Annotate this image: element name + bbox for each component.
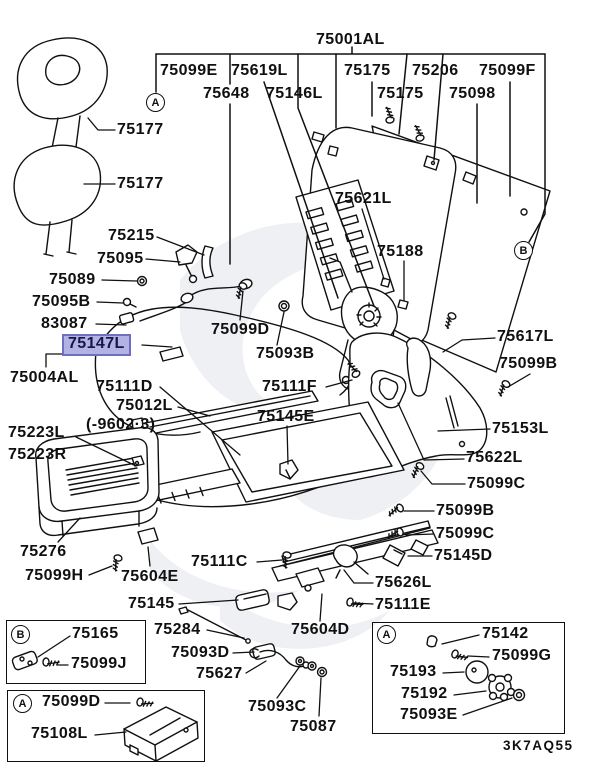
part-label-75095-13[interactable]: 75095: [97, 250, 144, 267]
detail-parts-art: [11, 635, 526, 762]
part-label-75142-55[interactable]: 75142: [482, 625, 529, 642]
part-label-75147L-17[interactable]: 75147L: [62, 334, 131, 356]
part-label-75175-3[interactable]: 75175: [344, 62, 391, 79]
part-label-75093D-44[interactable]: 75093D: [171, 644, 230, 661]
part-label-75099C-36[interactable]: 75099C: [436, 525, 495, 542]
part-label-75099G-56[interactable]: 75099G: [492, 647, 552, 664]
part-label-75108L-54[interactable]: 75108L: [31, 725, 88, 742]
part-label-75099D-53[interactable]: 75099D: [42, 693, 101, 710]
part-label-75111F-28[interactable]: 75111F: [262, 378, 317, 395]
part-label-75145D-37[interactable]: 75145D: [434, 547, 493, 564]
part-label-75604E-40[interactable]: 75604E: [121, 568, 179, 585]
part-label-75619L-2[interactable]: 75619L: [231, 62, 288, 79]
part-label-75012L-20[interactable]: 75012L: [116, 397, 173, 414]
part-label-75165-51[interactable]: 75165: [72, 625, 119, 642]
part-label-75622L-33[interactable]: 75622L: [466, 449, 523, 466]
callout-marker-A-4: A: [377, 625, 396, 644]
detail-box-a-seat-knob: [372, 622, 565, 734]
part-label-75621L-24[interactable]: 75621L: [335, 190, 392, 207]
part-label-75192-58[interactable]: 75192: [401, 685, 448, 702]
part-label-75276-38[interactable]: 75276: [20, 543, 67, 560]
detail-box-b: [6, 620, 146, 684]
part-label-75223L-22[interactable]: 75223L: [8, 424, 65, 441]
part-label-75004AL-18[interactable]: 75004AL: [10, 369, 79, 386]
part-label-75215-12[interactable]: 75215: [108, 227, 155, 244]
part-label-75626L-47[interactable]: 75626L: [375, 574, 432, 591]
part-label-75648-6[interactable]: 75648: [203, 85, 250, 102]
part-label-75145-42[interactable]: 75145: [128, 595, 175, 612]
part-label-75099E-1[interactable]: 75099E: [160, 62, 218, 79]
part-label-75193-57[interactable]: 75193: [390, 663, 437, 680]
part-label-75177-10[interactable]: 75177: [117, 121, 164, 138]
part-label-75098-9[interactable]: 75098: [449, 85, 496, 102]
callout-marker-A-0: A: [146, 93, 165, 112]
part-label-75627-45[interactable]: 75627: [196, 665, 243, 682]
headrest-art: [13, 37, 108, 257]
part-label-75153L-32[interactable]: 75153L: [492, 420, 549, 437]
part-label-75001AL-0[interactable]: 75001AL: [316, 31, 385, 48]
part-label-75145E-29[interactable]: 75145E: [257, 408, 315, 425]
part-label-75095B-15[interactable]: 75095B: [32, 293, 91, 310]
part-label-75099D-26[interactable]: 75099D: [211, 321, 270, 338]
floor-tray-art: [35, 426, 160, 537]
part-label-75223R-23[interactable]: 75223R: [8, 446, 67, 463]
part-label-75099H-39[interactable]: 75099H: [25, 567, 84, 584]
part-label-75099F-5[interactable]: 75099F: [479, 62, 536, 79]
part-label-75146L-7[interactable]: 75146L: [266, 85, 323, 102]
lower-rail-art: [271, 520, 439, 611]
callout-leaders: [37, 117, 531, 736]
part-label-75206-4[interactable]: 75206: [412, 62, 459, 79]
leader-lines: [155, 46, 546, 307]
part-label-75177-11[interactable]: 75177: [117, 175, 164, 192]
small-parts-art: [178, 155, 440, 678]
part-label-75284-43[interactable]: 75284: [154, 621, 201, 638]
part-label-75087-50[interactable]: 75087: [290, 718, 337, 735]
detail-box-a-armrest: [7, 690, 205, 762]
part-label-75617L-30[interactable]: 75617L: [497, 328, 554, 345]
part-label-75099J-52[interactable]: 75099J: [71, 655, 127, 672]
part-label-75089-14[interactable]: 75089: [49, 271, 96, 288]
heater-pad-art: [295, 179, 395, 311]
part-label-75111C-41[interactable]: 75111C: [191, 553, 248, 570]
part-label-75111D-19[interactable]: 75111D: [96, 378, 153, 395]
part-label-75093E-59[interactable]: 75093E: [400, 706, 458, 723]
part-label-75099B-31[interactable]: 75099B: [499, 355, 558, 372]
part-label-75099B-35[interactable]: 75099B: [436, 502, 495, 519]
part-label-75604D-46[interactable]: 75604D: [291, 621, 350, 638]
part-label-83087-16[interactable]: 83087: [41, 315, 88, 332]
part-label-75093B-27[interactable]: 75093B: [256, 345, 315, 362]
part-label-96023-21[interactable]: (-9602·3): [86, 416, 156, 433]
figure-code: 3K7AQ55: [503, 738, 574, 753]
callout-marker-B-2: B: [11, 625, 30, 644]
callout-marker-A-3: A: [13, 694, 32, 713]
callout-marker-B-1: B: [514, 241, 533, 260]
part-label-75111E-48[interactable]: 75111E: [375, 596, 431, 613]
part-label-75175-8[interactable]: 75175: [377, 85, 424, 102]
part-label-75093C-49[interactable]: 75093C: [248, 698, 307, 715]
part-label-75188-25[interactable]: 75188: [377, 243, 424, 260]
part-label-75099C-34[interactable]: 75099C: [467, 475, 526, 492]
